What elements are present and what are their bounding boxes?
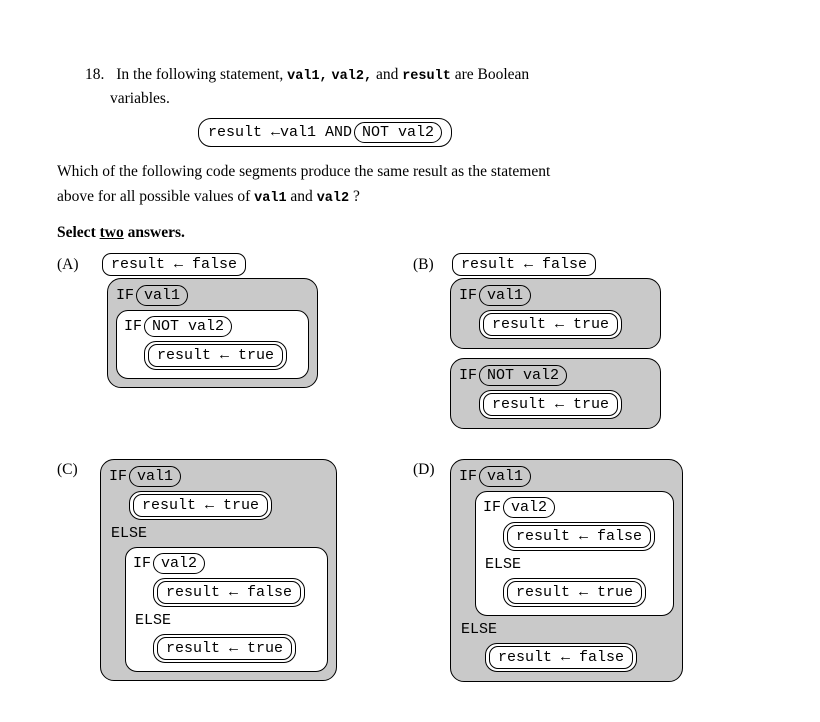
if-header-row: IF val1 <box>459 285 652 306</box>
condition-oval: val2 <box>503 497 556 518</box>
if-header-row: IF NOT val2 <box>459 365 652 386</box>
statement-body-wrap: result ← true <box>479 390 623 419</box>
assignment-box: result ← true <box>133 494 269 517</box>
statement-not-val2-oval: NOT val2 <box>354 122 443 143</box>
if-header-row: IF val1 <box>116 285 309 306</box>
prompt-code-val1: val1 <box>254 191 287 206</box>
assignment-box: result ← false <box>452 253 597 276</box>
answer-c-diagram: IF val1 result ← true ELSE IF val2 resul… <box>100 459 337 681</box>
answer-a-diagram: result ← false IF val1 IF NOT val2 resul… <box>100 253 318 388</box>
assignment-box: result ← false <box>489 646 634 669</box>
answer-b-label: (B) <box>413 256 434 273</box>
if-keyword: IF <box>109 468 128 485</box>
if-header-row: IF val1 <box>459 466 674 487</box>
condition-oval: val1 <box>136 285 189 306</box>
statement-body-wrap: result ← false <box>503 522 656 551</box>
if-header-row: IF val1 <box>109 466 328 487</box>
prompt-line2: above for all possible values of val1 an… <box>57 186 360 210</box>
else-keyword: ELSE <box>461 621 498 638</box>
assignment-box: result ← true <box>148 344 284 367</box>
question-intro-line1: 18. In the following statement, val1, va… <box>85 64 529 88</box>
if-header-row: IF val2 <box>133 553 320 574</box>
if-keyword: IF <box>483 499 502 516</box>
else-keyword: ELSE <box>135 612 172 629</box>
answer-d-label: (D) <box>413 461 435 478</box>
intro-text-2: and <box>375 66 399 83</box>
condition-oval: val1 <box>129 466 182 487</box>
statement-body-wrap: result ← false <box>485 643 638 672</box>
if-body: IF NOT val2 result ← true <box>116 310 309 379</box>
if-header-row: IF val2 <box>483 497 666 518</box>
if-header-row: IF NOT val2 <box>124 316 301 337</box>
statement-body-wrap: result ← true <box>479 310 623 339</box>
code-term-val1: val1, <box>287 69 328 84</box>
question-number: 18. <box>85 66 105 83</box>
if-keyword: IF <box>459 367 478 384</box>
select-text-2: answers. <box>127 224 185 241</box>
select-underlined-two: two <box>99 224 124 241</box>
condition-oval: NOT val2 <box>479 365 568 386</box>
if-block: IF val1 IF NOT val2 result ← true <box>107 278 318 388</box>
answer-c-label: (C) <box>57 461 78 478</box>
answer-b-diagram: result ← false IF val1 result ← true IF … <box>450 253 661 429</box>
if-block: IF NOT val2 result ← true <box>450 358 661 429</box>
if-keyword: IF <box>133 555 152 572</box>
if-else-block: IF val1 IF val2 result ← false ELSE resu… <box>450 459 683 682</box>
if-body: IF val2 result ← false ELSE result ← tru… <box>475 491 674 616</box>
code-term-val2: val2, <box>331 69 373 84</box>
statement-body-wrap: result ← false <box>153 578 306 607</box>
if-block: IF val1 result ← true <box>450 278 661 349</box>
else-keyword: ELSE <box>485 556 522 573</box>
condition-oval: val1 <box>479 285 532 306</box>
code-term-result: result <box>402 69 451 84</box>
prompt-question-mark: ? <box>352 188 360 205</box>
if-keyword: IF <box>124 318 143 335</box>
select-instruction: Select two answers. <box>57 222 185 244</box>
statement-code: result ←val1 AND <box>208 124 353 141</box>
if-keyword: IF <box>459 287 478 304</box>
assignment-box: result ← true <box>483 393 619 416</box>
condition-oval: NOT val2 <box>144 316 233 337</box>
statement-box: result ←val1 AND NOT val2 <box>198 118 453 147</box>
intro-text-1: In the following statement, <box>116 66 284 83</box>
if-keyword: IF <box>459 468 478 485</box>
assignment-box: result ← false <box>157 581 302 604</box>
prompt-line1: Which of the following code segments pro… <box>57 163 551 180</box>
prompt-text-2: and <box>290 188 313 205</box>
prompt-code-val2: val2 <box>316 191 350 206</box>
prompt-text-1: above for all possible values of <box>57 188 251 205</box>
intro-text-3: are Boolean <box>454 66 530 83</box>
statement-body-wrap: result ← true <box>153 634 297 663</box>
assignment-box: result ← true <box>157 637 293 660</box>
assignment-box: result ← false <box>102 253 247 276</box>
answer-d-diagram: IF val1 IF val2 result ← false ELSE resu… <box>450 459 683 682</box>
condition-oval: val2 <box>153 553 206 574</box>
statement-body-wrap: result ← true <box>129 491 273 520</box>
statement-body-wrap: result ← true <box>144 341 288 370</box>
question-intro-line2: variables. <box>110 90 170 107</box>
if-keyword: IF <box>116 287 135 304</box>
select-text-1: Select <box>57 224 96 241</box>
else-body: IF val2 result ← false ELSE result ← tru… <box>125 547 328 672</box>
else-keyword: ELSE <box>111 525 148 542</box>
statement-body-wrap: result ← true <box>503 578 647 607</box>
if-else-block: IF val1 result ← true ELSE IF val2 resul… <box>100 459 337 681</box>
answer-a-label: (A) <box>57 256 79 273</box>
assignment-box: result ← true <box>483 313 619 336</box>
assignment-box: result ← false <box>507 525 652 548</box>
assignment-box: result ← true <box>507 581 643 604</box>
condition-oval: val1 <box>479 466 532 487</box>
